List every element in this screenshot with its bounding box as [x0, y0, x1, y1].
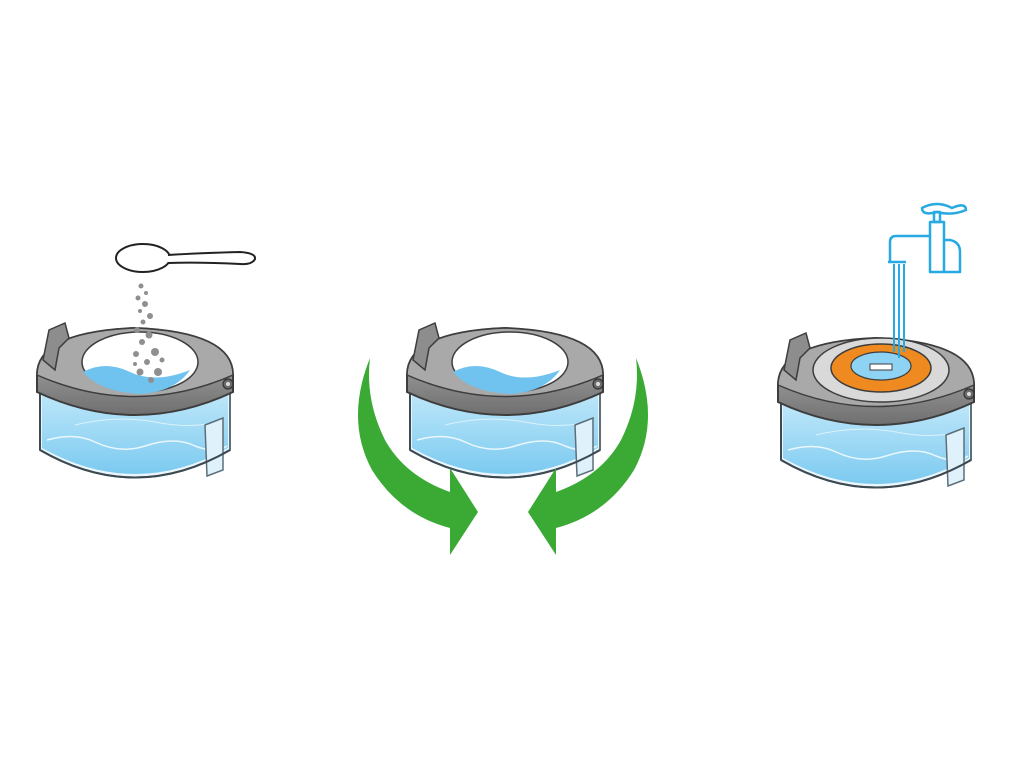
tap-icon	[888, 202, 968, 274]
swirl-right-arrow-icon	[528, 358, 649, 555]
step-3-container	[777, 332, 975, 489]
step-1-container	[36, 322, 234, 479]
water-stream-icon	[893, 264, 905, 358]
powder-particles-icon	[133, 283, 165, 383]
spoon-icon	[115, 243, 257, 273]
swirl-left-arrow-icon	[357, 358, 478, 555]
step-2-container	[406, 322, 604, 479]
